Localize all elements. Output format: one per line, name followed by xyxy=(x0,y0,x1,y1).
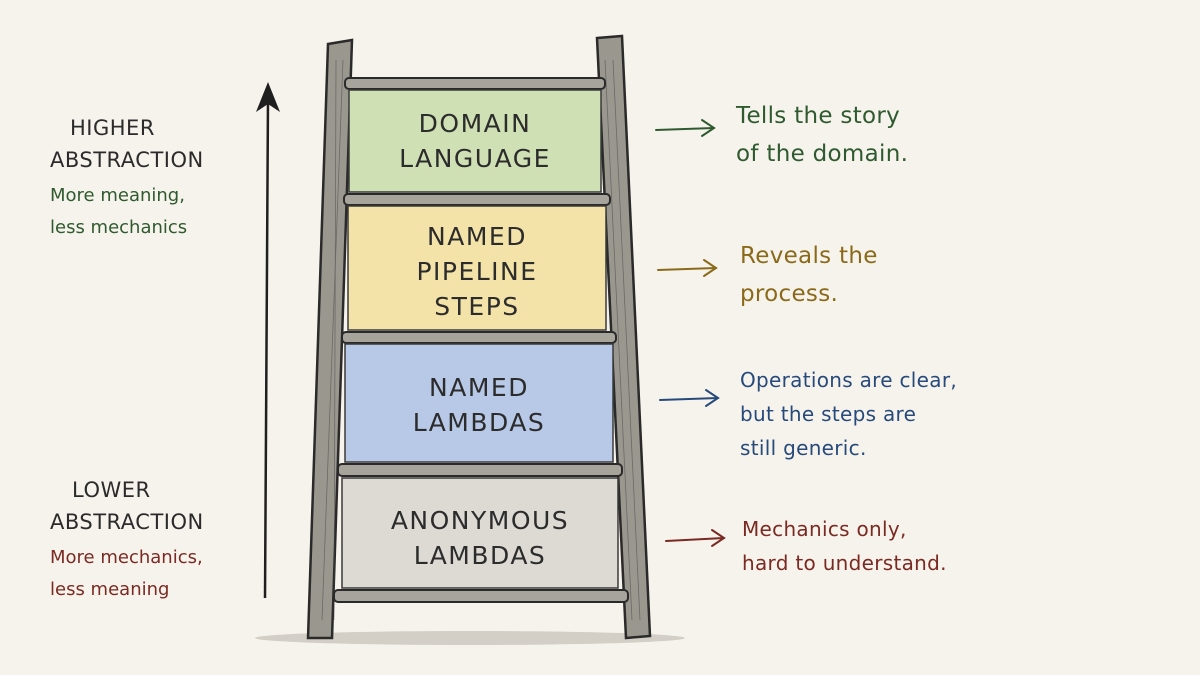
desc1-line1: Reveals the xyxy=(740,243,878,269)
abstraction-arrow xyxy=(263,97,270,599)
desc-named-pipeline-steps: Reveals the process. xyxy=(740,237,878,313)
rung3-line2: LAMBDAS xyxy=(413,541,547,570)
rung1-line2: PIPELINE xyxy=(416,257,538,286)
rung2-line1: NAMED xyxy=(429,373,529,402)
rung2-line2: LAMBDAS xyxy=(412,408,546,437)
lower-sub-line2: less meaning xyxy=(50,579,170,600)
rung-label-named-lambdas: NAMED LAMBDAS xyxy=(345,370,613,440)
rung3-line1: ANONYMOUS xyxy=(390,506,570,535)
ground-shadow xyxy=(255,631,685,645)
rung-label-anonymous-lambdas: ANONYMOUS LAMBDAS xyxy=(342,503,618,573)
higher-title-line1: HIGHER xyxy=(70,116,155,140)
abstraction-arrow-head xyxy=(256,82,280,112)
ladder-left-rail xyxy=(306,38,354,640)
rung1-line1: NAMED xyxy=(427,222,527,251)
desc3-line2: hard to understand. xyxy=(742,551,947,575)
higher-sub-line2: less mechanics xyxy=(50,217,188,238)
ladder-right-rail xyxy=(595,34,652,640)
desc0-line2: of the domain. xyxy=(736,141,909,167)
desc2-line1: Operations are clear, xyxy=(740,368,958,392)
lower-sub-line1: More mechanics, xyxy=(50,547,203,568)
arrow-domain-language xyxy=(655,119,716,137)
lower-title-line2: ABSTRACTION xyxy=(50,510,204,534)
lower-title-line1: LOWER xyxy=(72,478,151,502)
desc-named-lambdas: Operations are clear, but the steps are … xyxy=(740,363,957,465)
rung-panel-domain-language xyxy=(348,89,602,193)
rail-hatching xyxy=(321,59,641,621)
arrow-anonymous-lambdas xyxy=(665,529,726,547)
rung1-line3: STEPS xyxy=(434,292,520,321)
desc2-line2: but the steps are xyxy=(740,402,917,426)
desc0-line1: Tells the story xyxy=(736,103,901,129)
higher-sub-line1: More meaning, xyxy=(50,185,185,206)
higher-abstraction-label: HIGHER ABSTRACTION More meaning, less me… xyxy=(50,112,204,244)
arrow-named-lambdas xyxy=(659,389,720,407)
rung0-line1: DOMAIN xyxy=(418,109,532,138)
rung-label-domain-language: DOMAIN LANGUAGE xyxy=(349,106,601,176)
desc-anonymous-lambdas: Mechanics only, hard to understand. xyxy=(742,512,947,580)
desc2-line3: still generic. xyxy=(740,436,867,460)
rung-panel-named-lambdas xyxy=(344,343,614,463)
lower-abstraction-label: LOWER ABSTRACTION More mechanics, less m… xyxy=(50,474,204,606)
rung-panel-anonymous-lambdas xyxy=(341,477,619,589)
desc1-line2: process. xyxy=(740,281,839,307)
higher-title-line2: ABSTRACTION xyxy=(50,148,204,172)
rung0-line2: LANGUAGE xyxy=(399,144,551,173)
rung-panel-named-pipeline-steps xyxy=(347,205,607,331)
desc3-line1: Mechanics only, xyxy=(742,517,907,541)
desc-domain-language: Tells the story of the domain. xyxy=(736,97,908,173)
arrow-named-pipeline-steps xyxy=(657,259,718,277)
ladder-crossbars xyxy=(333,77,629,603)
rung-label-named-pipeline-steps: NAMED PIPELINE STEPS xyxy=(348,219,606,324)
